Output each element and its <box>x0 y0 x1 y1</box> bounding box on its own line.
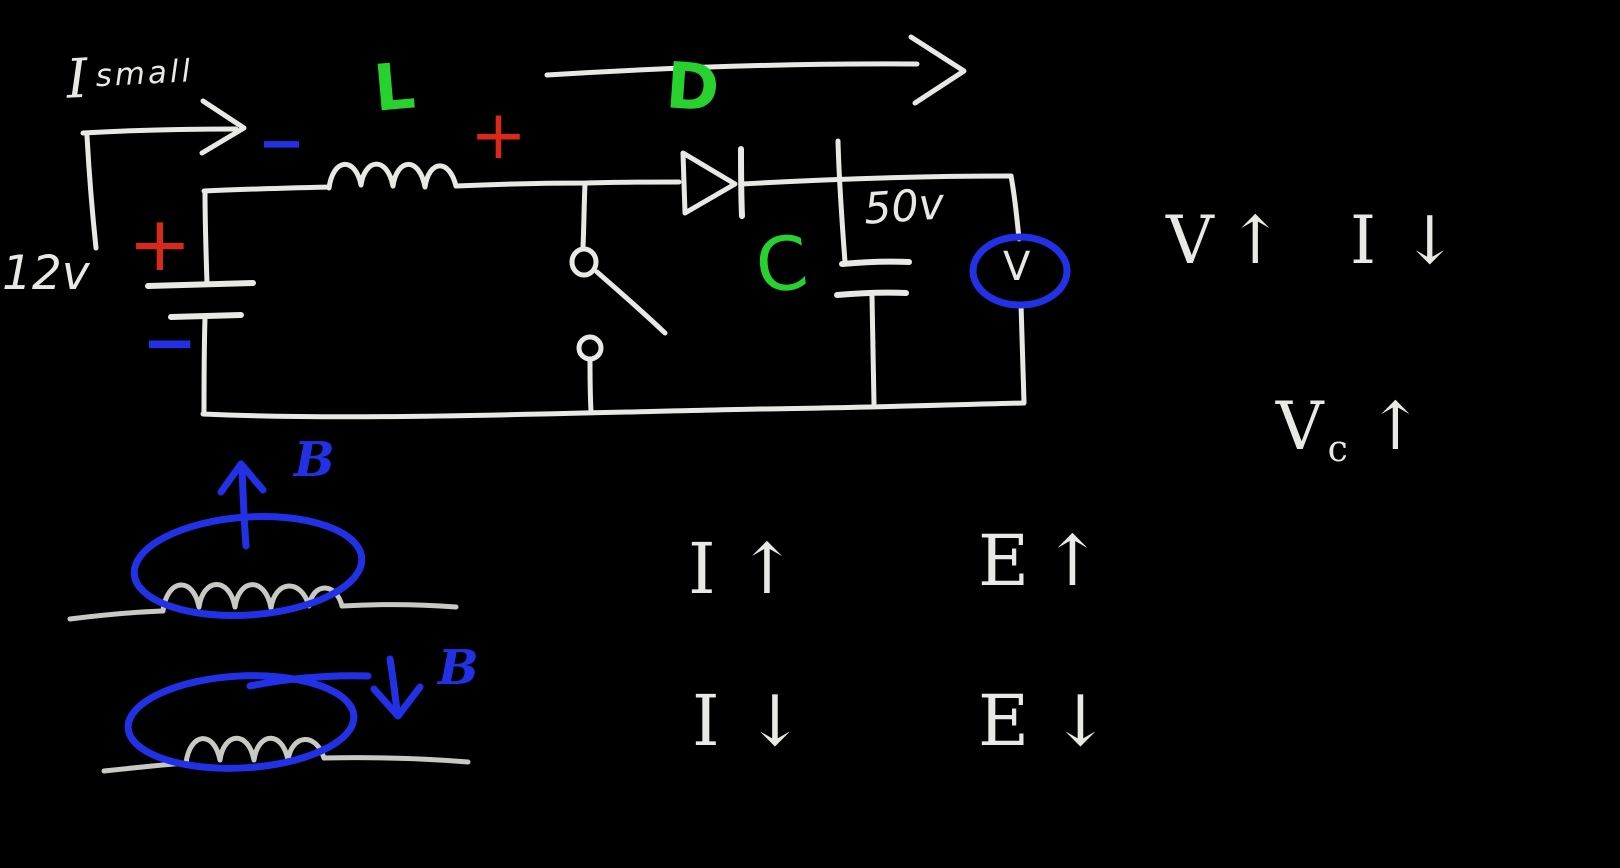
inductor-minus-polarity: − <box>258 111 305 176</box>
note-emf-down: E↓ <box>978 680 1132 762</box>
flux-loop-bottom <box>124 672 358 772</box>
note-emf-up: E↑ <box>978 520 1116 602</box>
coil-top-baseline-left <box>67 608 166 622</box>
vc-subscript: c <box>1327 429 1348 470</box>
switch-top-lead <box>580 181 588 250</box>
capacitor-bottom-lead <box>869 293 877 407</box>
source-minus-polarity: − <box>142 304 198 381</box>
switch-blade <box>594 269 668 336</box>
note-voltage-up: V↑ <box>1166 202 1297 279</box>
switch-top-terminal <box>569 246 599 278</box>
wire-left-lower <box>201 315 208 416</box>
coil-top-baseline-right <box>339 602 459 610</box>
capacitor-plate-bottom <box>834 289 909 298</box>
wire-right-upper <box>1008 173 1022 242</box>
small-current-symbol: I <box>64 46 90 111</box>
note-current-up: I↑ <box>688 528 819 610</box>
b-field-label-bottom: B <box>438 640 479 696</box>
note-current-down: I↓ <box>1350 202 1484 279</box>
flux-loop-bottom-overshoot <box>246 672 372 690</box>
small-current-subscript: small <box>94 53 195 95</box>
wire-top-left <box>201 184 332 194</box>
battery-plate-short <box>168 312 244 320</box>
main-current-arrow-icon <box>544 34 967 106</box>
main-current-arrow-shaft <box>544 61 920 78</box>
b-field-down-arrow-head <box>370 683 424 720</box>
coil-demo-field-down <box>101 655 471 774</box>
capacitor-plate-top <box>839 258 912 267</box>
source-plus-polarity: + <box>128 199 192 288</box>
voltmeter-circle <box>969 233 1071 309</box>
wire-bottom <box>200 400 1027 420</box>
vc-up-arrow: ↑ <box>1367 388 1424 465</box>
small-current-bracket-line <box>84 133 99 251</box>
wire-top-right <box>739 173 1014 187</box>
b-field-up-arrow-shaft <box>238 464 250 550</box>
capacitor-top-lead <box>835 138 848 265</box>
coil-bottom-baseline-right <box>321 755 471 765</box>
switch-bottom-lead <box>587 357 594 414</box>
b-field-up-arrow-head <box>217 460 267 496</box>
note-current-down-2: I↓ <box>692 680 831 762</box>
wire-top-middle <box>453 179 682 189</box>
wire-right-lower <box>1018 301 1027 405</box>
small-current-arrow-icon <box>80 98 247 251</box>
inductor-label: L <box>370 49 418 127</box>
inductor-plus-polarity: + <box>470 96 527 175</box>
wire-left-upper <box>202 188 210 286</box>
boost-converter-circuit <box>145 138 1071 420</box>
b-field-down-arrow-shaft <box>386 655 401 715</box>
capacitor-voltage-label: 50v <box>862 179 946 235</box>
diode-label: D <box>663 49 722 127</box>
source-voltage-label: 12v <box>2 246 90 301</box>
b-field-label-top: B <box>294 432 335 488</box>
capacitor-label: C <box>751 219 813 311</box>
small-current-arrow-shaft <box>80 126 239 136</box>
coil-bottom-windings <box>183 735 327 766</box>
voltmeter-label: V <box>1003 244 1031 290</box>
small-current-arrow-head <box>199 98 247 156</box>
battery-plate-long <box>145 280 256 289</box>
switch-bottom-terminal <box>576 334 604 362</box>
vc-symbol: V <box>1275 388 1324 465</box>
main-current-arrow-head <box>908 34 967 106</box>
coil-top-windings <box>160 582 345 614</box>
diode-triangle <box>680 150 738 216</box>
coil-demo-field-up <box>67 460 459 622</box>
inductor-symbol <box>326 161 459 191</box>
